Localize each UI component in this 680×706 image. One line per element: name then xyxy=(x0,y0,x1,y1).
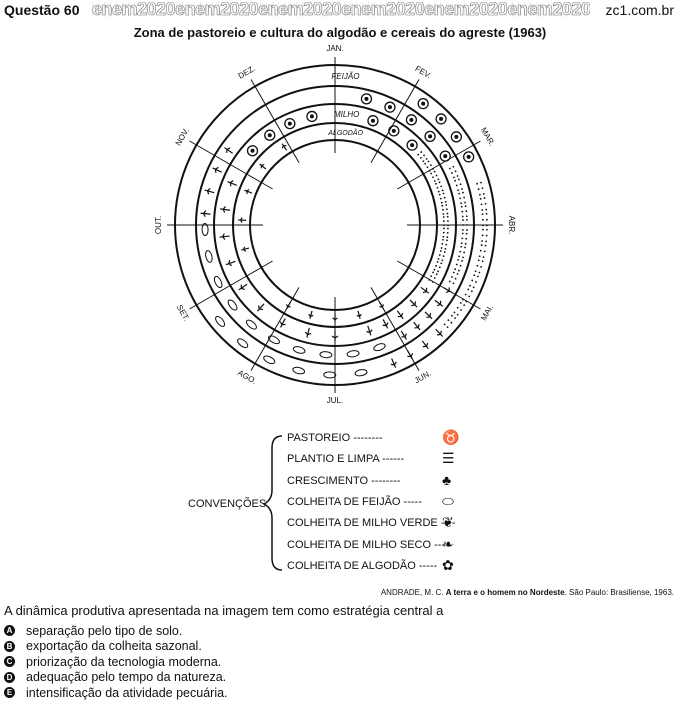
ring-label: MILHO xyxy=(334,110,359,119)
month-label: MAI. xyxy=(479,303,495,322)
legend: CONVENÇÕES PASTOREIO -------- ♉ PLANTIO E … xyxy=(180,428,480,578)
month-label: MAR. xyxy=(479,126,497,148)
option-text: exportação da colheita sazonal. xyxy=(26,639,202,654)
legend-item: CRESCIMENTO -------- xyxy=(287,474,401,487)
growth-icon: ♣ xyxy=(442,471,452,488)
month-label: JAN. xyxy=(326,45,343,53)
option-text: separação pelo tipo de solo. xyxy=(26,623,183,638)
month-label: ABR. xyxy=(507,216,516,235)
legend-item: COLHEITA DE MILHO SECO ---- xyxy=(287,538,449,551)
legend-item: PLANTIO E LIMPA ------ xyxy=(287,453,405,466)
dry-corn-icon: ❧ xyxy=(442,535,454,552)
month-label: DEZ. xyxy=(237,64,257,81)
site-label: zc1.com.br xyxy=(605,2,674,18)
legend-item: PASTOREIO -------- xyxy=(287,432,383,444)
option-text: adequação pelo tempo da natureza. xyxy=(26,670,227,685)
month-label: OUT. xyxy=(154,216,163,234)
option-letter: A xyxy=(4,625,15,637)
option-text: priorização da tecnologia moderna. xyxy=(26,654,222,669)
option-letter: D xyxy=(4,671,15,683)
month-label: JUN. xyxy=(413,369,433,386)
question-stem: A dinâmica produtiva apresentada na imag… xyxy=(4,603,444,618)
month-label: NOV. xyxy=(174,126,191,147)
month-label: SET. xyxy=(175,303,191,322)
legend-item: COLHEITA DE ALGODÃO ----- xyxy=(287,559,438,572)
month-label: FEV. xyxy=(414,64,433,80)
bean-icon: ⬭ xyxy=(442,492,454,509)
green-corn-icon: ❦ xyxy=(442,514,454,531)
source-citation: ANDRADE, M. C. A terra e o homem no Nord… xyxy=(380,588,674,597)
figure-title: Zona de pastoreio e cultura do algodão e… xyxy=(133,25,547,40)
crop-calendar-wheel: JAN. FEV. MAR. ABR. MAI. JUN. JUL. AGO. SET. OUT.… xyxy=(154,45,516,405)
cotton-icon: ✿ xyxy=(442,556,454,573)
legend-brace xyxy=(262,435,283,571)
legend-item: COLHEITA DE MILHO VERDE ---- xyxy=(287,517,456,530)
ring-label: ALGODÃO xyxy=(327,128,363,137)
month-label: JUL. xyxy=(327,396,343,405)
ring-label: FEIJÃO xyxy=(331,72,359,81)
option-letter: C xyxy=(4,656,15,668)
option-text: intensificação da atividade pecuária. xyxy=(26,685,228,700)
question-number: Questão 60 xyxy=(4,2,80,18)
legend-item: COLHEITA DE FEIJÃO ----- xyxy=(287,495,422,508)
planting-icon: ☰ xyxy=(442,450,455,467)
month-label: AGO. xyxy=(236,368,258,386)
cattle-icon: ♉ xyxy=(442,429,460,445)
option-letter: B xyxy=(4,640,15,652)
option-letter: E xyxy=(4,687,15,699)
legend-title: CONVENÇÕES xyxy=(188,498,267,510)
enem-banner: enem2020enem2020enem2020enem2020enem2020… xyxy=(92,2,590,18)
